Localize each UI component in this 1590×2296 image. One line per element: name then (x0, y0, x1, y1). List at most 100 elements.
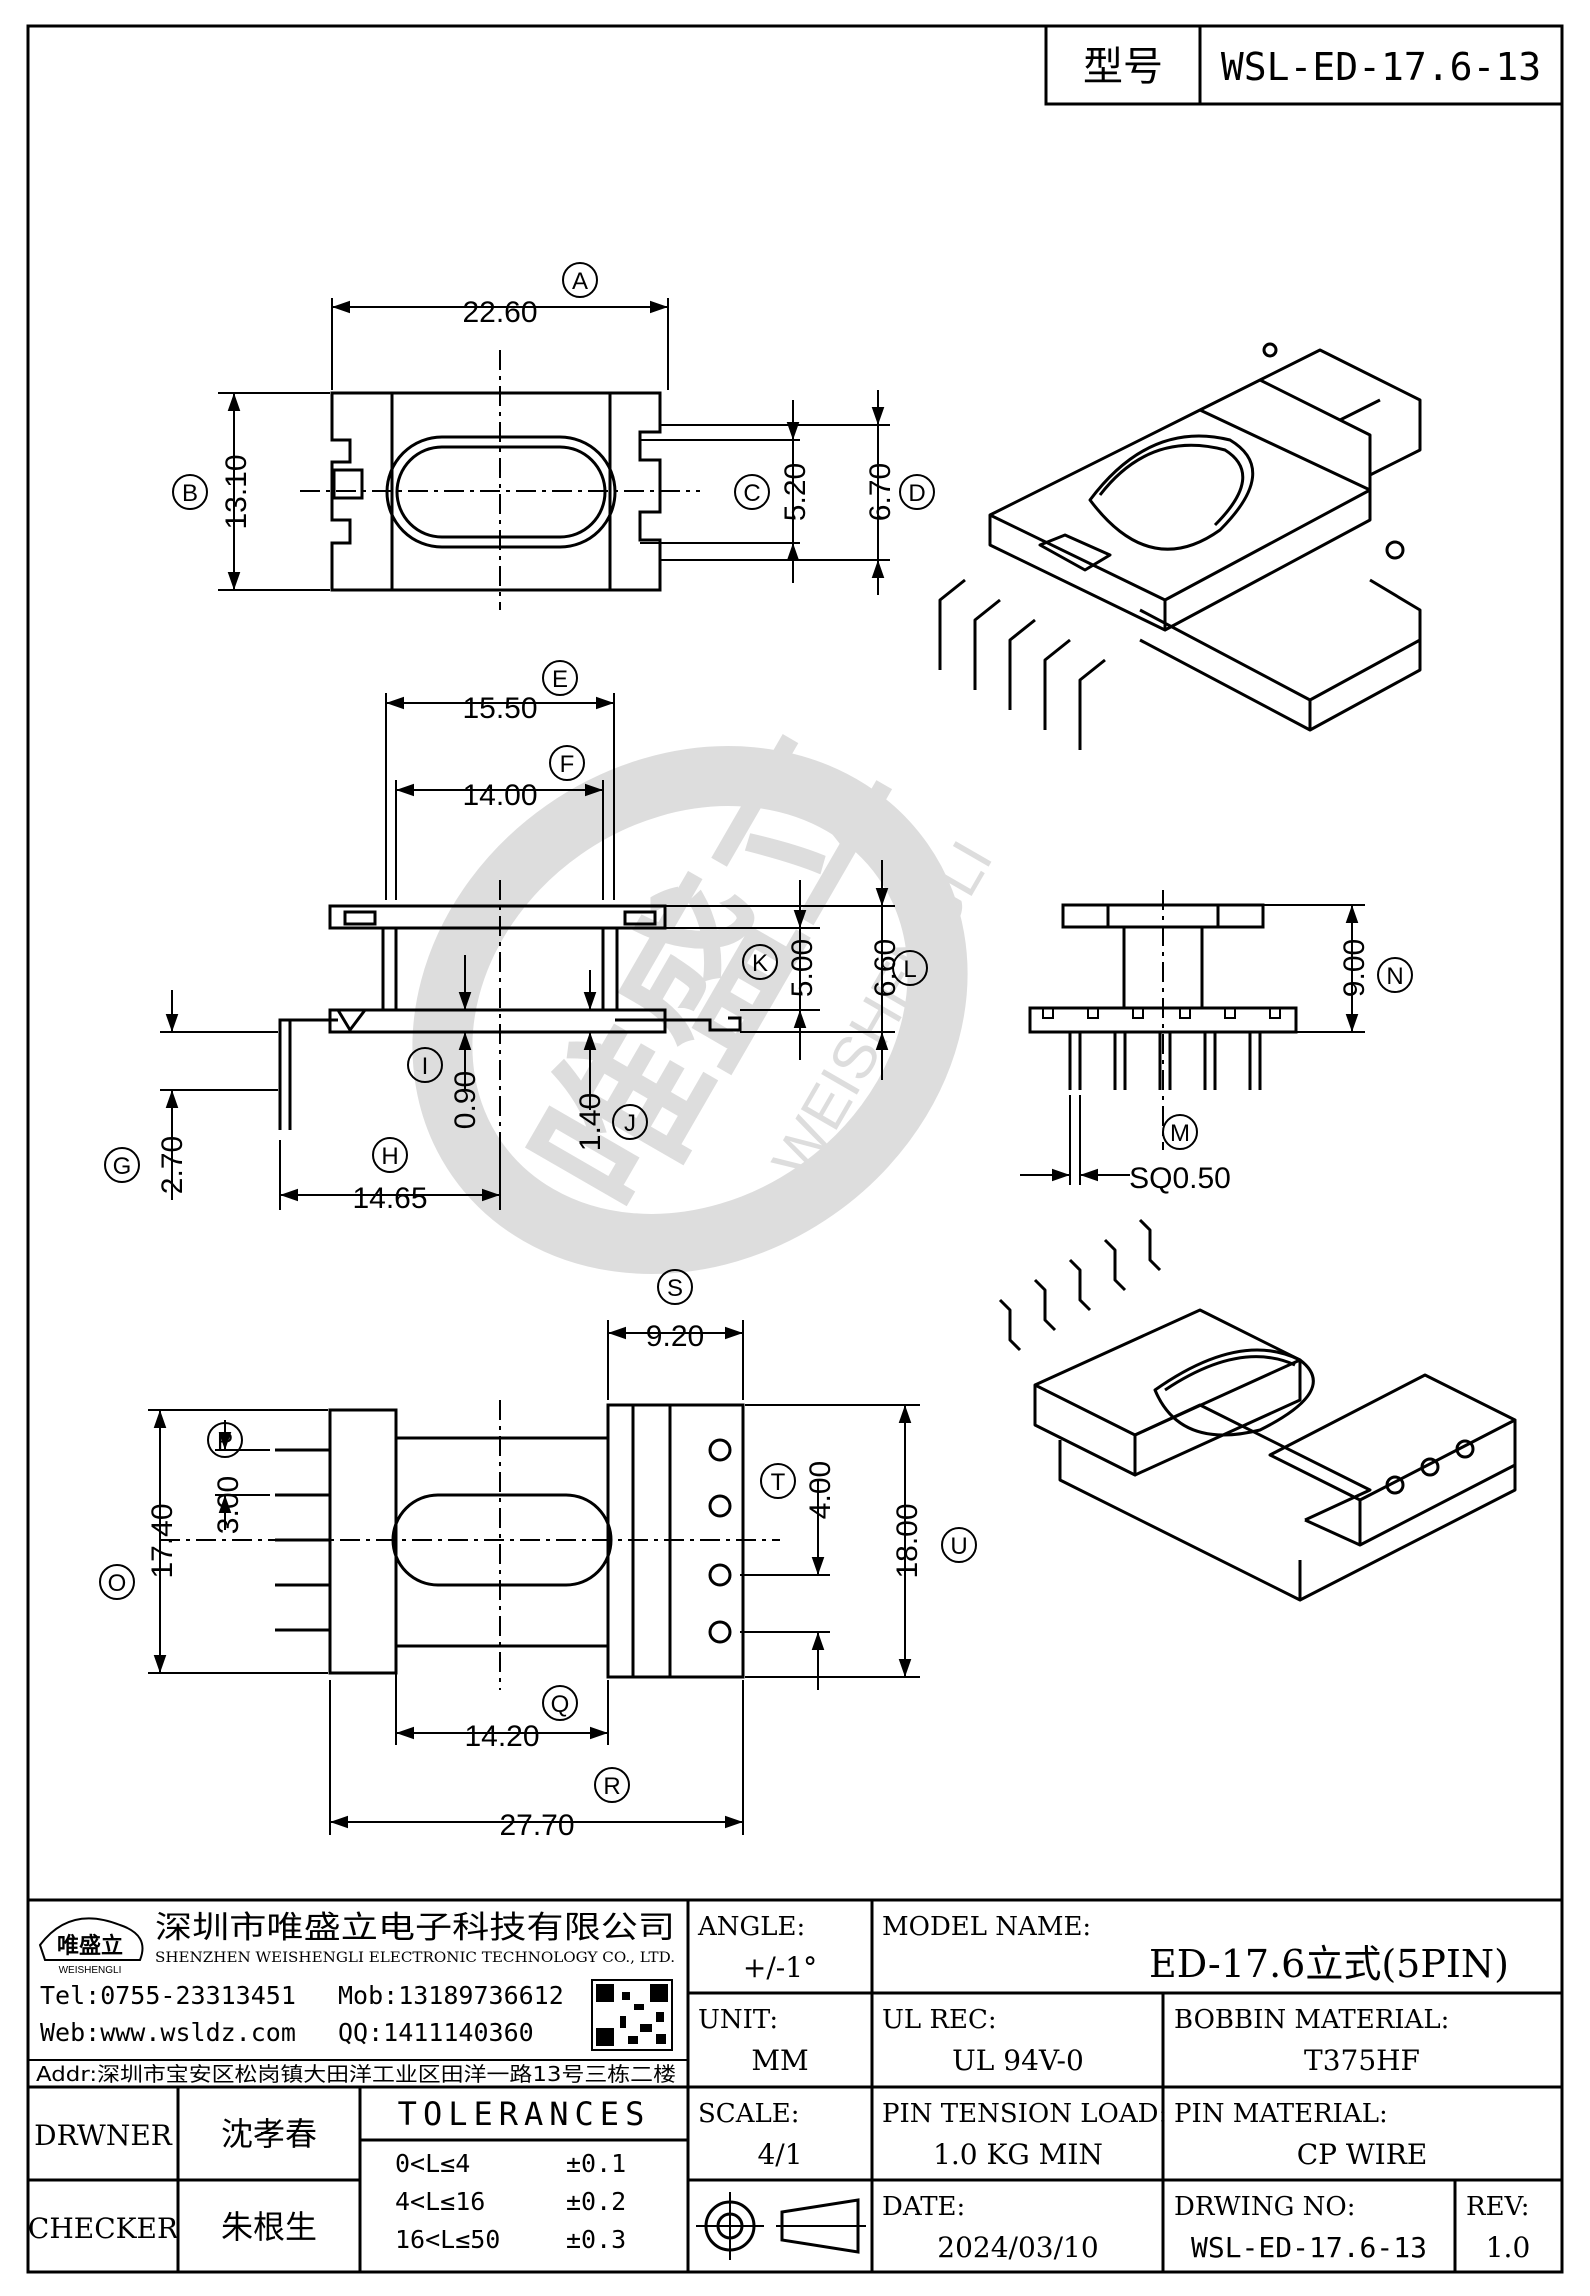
unit-value: MM (751, 2044, 808, 2077)
ul-rec-value: UL 94V-0 (952, 2044, 1084, 2077)
top-view (218, 298, 890, 610)
dim-bubble-i (407, 1047, 443, 1083)
dim-value-q: 14.20 (464, 1720, 539, 1753)
bobbin-material-label: BOBBIN MATERIAL: (1174, 2005, 1449, 2035)
dim-letter-f: F (560, 751, 575, 778)
company-block: 唯盛立 WEISHENGLI 深圳市唯盛立电子科技有限公司 SHENZHEN W… (36, 1910, 676, 2086)
dim-value-e: 15.50 (462, 692, 537, 725)
dim-value-c: 5.20 (779, 463, 812, 521)
dim-bubble-s (657, 1269, 693, 1305)
date-label: DATE: (882, 2192, 965, 2222)
dim-letter-u: U (950, 1533, 967, 1560)
ul-rec-label: UL REC: (882, 2005, 997, 2035)
dim-bubble-d (899, 474, 935, 510)
dimension-values: 22.60 13.10 5.20 6.70 15.50 14.00 5.00 6… (146, 296, 1371, 1842)
dim-bubble-b (172, 474, 208, 510)
side-view (1020, 890, 1365, 1185)
dim-value-s: 9.20 (646, 1320, 704, 1353)
dim-letter-b: B (182, 480, 198, 507)
dim-bubble-p (207, 1422, 243, 1458)
tol-value-3: ±0.3 (566, 2225, 626, 2254)
scale-value: 4/1 (757, 2138, 802, 2171)
scale-label: SCALE: (698, 2099, 800, 2129)
dim-value-l: 6.60 (869, 939, 902, 997)
checker-label: CHECKER (28, 2212, 179, 2245)
drawer-value: 沈孝春 (221, 2115, 317, 2153)
projection-symbol (696, 2192, 866, 2260)
isometric-view-bottom (998, 1218, 1517, 1602)
company-name-en: SHENZHEN WEISHENGLI ELECTRONIC TECHNOLOG… (155, 1950, 675, 1966)
unit-label: UNIT: (698, 2005, 778, 2035)
dim-value-n: 9.00 (1338, 939, 1371, 997)
dim-value-r: 27.70 (499, 1809, 574, 1842)
qr-code (591, 1979, 673, 2051)
dim-value-u: 18.00 (891, 1503, 924, 1578)
dimension-bubbles (99, 262, 1413, 1803)
dim-bubble-o (99, 1564, 135, 1600)
dim-value-p: 3.00 (212, 1476, 245, 1534)
dim-letter-m: M (1170, 1120, 1190, 1147)
dimension-letters: A B C D E F G H I J K L M N O P Q R S T … (108, 268, 1404, 1800)
dim-letter-l: L (903, 956, 916, 983)
dim-value-g: 2.70 (156, 1136, 189, 1194)
dim-bubble-g (104, 1147, 140, 1183)
logo-text-cn: 唯盛立 (57, 1933, 123, 1959)
dim-value-t: 4.00 (804, 1461, 837, 1519)
pin-tension-value: 1.0 KG MIN (933, 2138, 1103, 2171)
checker-value: 朱根生 (221, 2208, 317, 2246)
pin-tension-label: PIN TENSION LOAD: (882, 2099, 1167, 2129)
sign-off-block: DRWNER 沈孝春 CHECKER 朱根生 TOLERANCES 0<L≤4 … (28, 2095, 651, 2254)
dim-bubble-t (760, 1463, 796, 1499)
dim-value-a: 22.60 (462, 296, 537, 329)
tol-value-1: ±0.1 (566, 2149, 626, 2178)
dim-bubble-l (892, 950, 928, 986)
angle-value: +/-1° (743, 1951, 817, 1984)
dim-letter-a: A (572, 268, 588, 295)
model-header-number: WSL-ED-17.6-13 (1221, 45, 1541, 89)
dim-value-i: 0.90 (449, 1071, 482, 1129)
drawing-no-value: WSL-ED-17.6-13 (1191, 2231, 1427, 2264)
dim-bubble-a (562, 262, 598, 298)
company-mob: Mob:13189736612 (338, 1981, 564, 2010)
pin-material-label: PIN MATERIAL: (1174, 2099, 1388, 2129)
dim-value-h: 14.65 (352, 1182, 427, 1215)
bobbin-material-value: T375HF (1304, 2044, 1420, 2077)
model-name-label: MODEL NAME: (882, 1912, 1091, 1942)
dim-letter-h: H (381, 1143, 398, 1170)
dim-letter-r: R (603, 1773, 620, 1800)
dim-bubble-e (542, 660, 578, 696)
dim-value-j: 1.40 (574, 1093, 607, 1151)
dim-letter-j: J (624, 1110, 636, 1137)
sheet-frame (26, 24, 1564, 2274)
rev-value: 1.0 (1486, 2231, 1531, 2264)
dim-value-m: SQ0.50 (1129, 1162, 1231, 1195)
dim-letter-d: D (908, 480, 925, 507)
dim-bubble-k (742, 944, 778, 980)
dim-bubble-n (1377, 957, 1413, 993)
dim-bubble-c (734, 474, 770, 510)
company-qq: QQ:1411140360 (338, 2018, 534, 2047)
dim-bubble-r (594, 1767, 630, 1803)
dim-letter-g: G (113, 1153, 132, 1180)
tolerances-label: TOLERANCES (398, 2095, 651, 2133)
dim-bubble-u (941, 1527, 977, 1563)
dim-letter-c: C (743, 480, 760, 507)
company-logo: 唯盛立 WEISHENGLI (38, 1917, 144, 1976)
pin-material-value: CP WIRE (1297, 2138, 1428, 2171)
company-tel: Tel:0755-23313451 (40, 1981, 296, 2010)
dim-letter-s: S (667, 1275, 683, 1302)
company-web: Web:www.wsldz.com (40, 2018, 296, 2047)
tol-range-2: 4<L≤16 (395, 2187, 485, 2216)
spec-block: ANGLE: +/-1° MODEL NAME: ED-17.6立式(5PIN)… (696, 1912, 1530, 2264)
dim-value-o: 17.40 (146, 1503, 179, 1578)
tol-range-3: 16<L≤50 (395, 2225, 500, 2254)
dim-value-k: 5.00 (786, 939, 819, 997)
dim-letter-i: I (422, 1053, 429, 1080)
title-block-grid (28, 1898, 1562, 2272)
model-header: 型号 WSL-ED-17.6-13 (1044, 24, 1564, 106)
bottom-view (148, 1320, 920, 1835)
logo-text-en: WEISHENGLI (59, 1965, 122, 1976)
date-value: 2024/03/10 (937, 2231, 1098, 2264)
dim-letter-o: O (108, 1570, 127, 1597)
dim-letter-k: K (752, 950, 768, 977)
